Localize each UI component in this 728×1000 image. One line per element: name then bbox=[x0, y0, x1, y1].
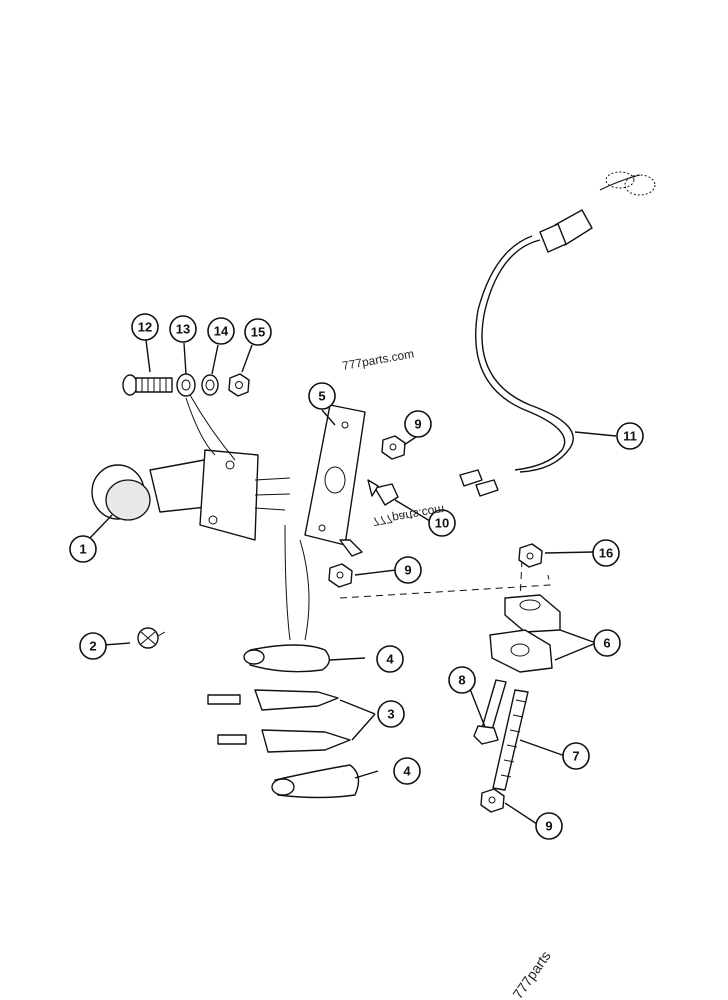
callout-15: 15 bbox=[244, 318, 272, 346]
part-6-clamp-lower bbox=[489, 629, 553, 673]
svg-text:2: 2 bbox=[89, 639, 96, 654]
part-6-clamp-upper bbox=[504, 594, 561, 633]
svg-text:15: 15 bbox=[251, 325, 265, 340]
callout-9-upper: 9 bbox=[404, 410, 432, 438]
svg-text:5: 5 bbox=[318, 389, 325, 404]
callout-8: 8 bbox=[448, 666, 476, 694]
svg-text:11: 11 bbox=[623, 429, 637, 444]
part-13-washer bbox=[176, 373, 196, 397]
part-16-nut bbox=[518, 543, 543, 568]
callout-9-lower: 9 bbox=[535, 812, 563, 840]
callout-14: 14 bbox=[207, 317, 235, 345]
callout-12: 12 bbox=[131, 313, 159, 341]
watermark-top: 777parts.com bbox=[341, 347, 415, 373]
svg-text:1: 1 bbox=[79, 542, 86, 557]
part-9-nut-upper bbox=[381, 435, 406, 460]
part-11-cable bbox=[459, 171, 656, 497]
svg-text:9: 9 bbox=[545, 819, 552, 834]
svg-text:9: 9 bbox=[414, 417, 421, 432]
part-12-screw bbox=[122, 374, 173, 396]
part-2-bulb bbox=[137, 627, 166, 649]
callout-11: 11 bbox=[616, 422, 644, 450]
callout-6: 6 bbox=[593, 629, 621, 657]
callout-4-upper: 4 bbox=[376, 645, 404, 673]
part-14-lock-washer bbox=[201, 374, 219, 396]
callout-7: 7 bbox=[562, 742, 590, 770]
svg-text:10: 10 bbox=[435, 516, 449, 531]
callout-16: 16 bbox=[592, 539, 620, 567]
svg-text:4: 4 bbox=[403, 764, 411, 779]
callout-2: 2 bbox=[79, 632, 107, 660]
svg-text:3: 3 bbox=[387, 707, 394, 722]
callout-4-lower: 4 bbox=[393, 757, 421, 785]
part-3-terminal-lower bbox=[217, 729, 351, 753]
svg-text:9: 9 bbox=[404, 563, 411, 578]
callout-10: 10 bbox=[428, 509, 456, 537]
svg-text:12: 12 bbox=[138, 320, 152, 335]
part-8-bolt bbox=[473, 679, 507, 745]
part-9-nut-middle bbox=[328, 563, 353, 588]
svg-text:4: 4 bbox=[386, 652, 394, 667]
part-5-bracket bbox=[304, 404, 366, 557]
part-4-boot-upper bbox=[243, 644, 330, 673]
svg-text:6: 6 bbox=[603, 636, 610, 651]
svg-text:14: 14 bbox=[214, 324, 229, 339]
svg-text:8: 8 bbox=[458, 673, 465, 688]
svg-text:7: 7 bbox=[572, 749, 579, 764]
callout-13: 13 bbox=[169, 315, 197, 343]
part-10-wing-nut bbox=[367, 479, 399, 506]
part-1-control-switch bbox=[91, 449, 291, 541]
part-9-nut-lower bbox=[480, 788, 505, 813]
svg-text:13: 13 bbox=[176, 322, 190, 337]
callout-3: 3 bbox=[377, 700, 405, 728]
part-3-terminal-upper bbox=[207, 689, 339, 711]
leader-lines bbox=[89, 339, 617, 827]
callout-5: 5 bbox=[308, 382, 336, 410]
part-15-nut bbox=[228, 373, 250, 397]
part-7-stud bbox=[492, 689, 529, 791]
part-4-boot-lower bbox=[271, 764, 360, 799]
callout-1: 1 bbox=[69, 535, 97, 563]
watermark-bottom: 777parts bbox=[509, 948, 553, 1000]
callout-9-middle: 9 bbox=[394, 556, 422, 584]
svg-text:16: 16 bbox=[599, 546, 613, 561]
